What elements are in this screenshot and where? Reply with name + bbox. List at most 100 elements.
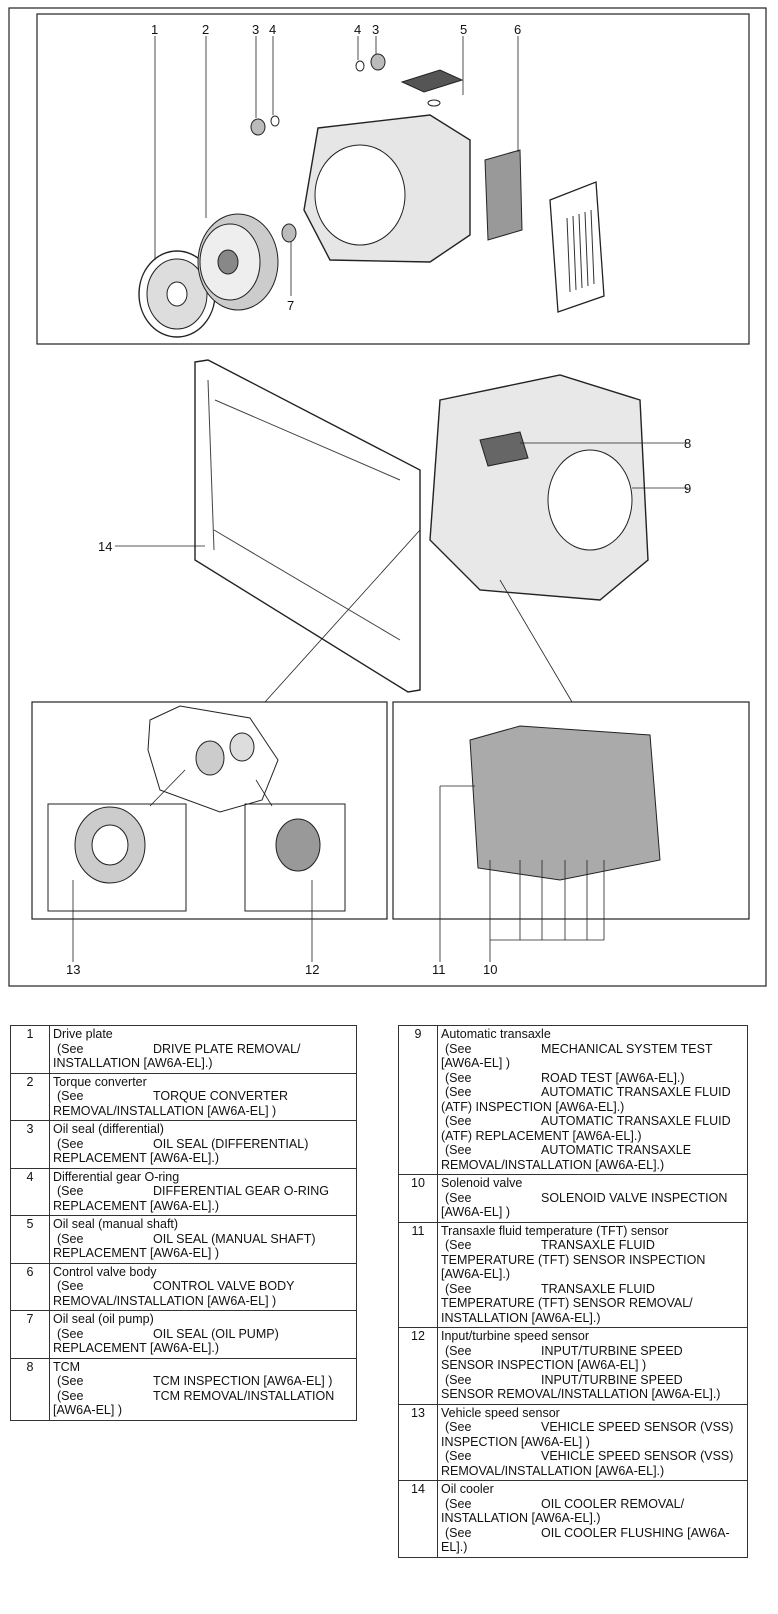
- reference-tail: SENSOR REMOVAL/INSTALLATION [AW6A-EL].): [441, 1387, 721, 1401]
- tcm-drawing: [400, 69, 464, 93]
- item-number: 11: [398, 1221, 438, 1328]
- reference-title: INPUT/TURBINE SPEED: [541, 1343, 683, 1358]
- item-number: 1: [10, 1025, 50, 1074]
- reference-title: ROAD TEST [AW6A-EL].): [541, 1070, 685, 1085]
- valve-body-drawing: [469, 725, 661, 881]
- reference-tail: INSTALLATION [AW6A-EL].): [53, 1056, 213, 1070]
- callout-4b: 4: [354, 22, 361, 37]
- see-word: (See: [57, 1231, 84, 1246]
- top-panel: [36, 13, 750, 345]
- callout-3: 3: [252, 22, 259, 37]
- reference-tail: REMOVAL/INSTALLATION [AW6A-EL] ): [53, 1103, 277, 1118]
- see-word: (See: [445, 1070, 472, 1085]
- reference-tail: INSTALLATION [AW6A-EL].): [441, 1511, 601, 1525]
- see-word: (See: [445, 1343, 472, 1358]
- see-word: (See: [445, 1281, 472, 1296]
- reference-tail: REPLACEMENT [AW6A-EL].): [53, 1198, 220, 1213]
- reference-title: TORQUE CONVERTER: [153, 1089, 288, 1103]
- reference-tail: REMOVAL/INSTALLATION [AW6A-EL].): [441, 1463, 665, 1478]
- item-title: Control valve body: [53, 1264, 157, 1279]
- item-title: TCM: [53, 1359, 81, 1374]
- item-description: Transaxle fluid temperature (TFT) sensor…: [437, 1221, 748, 1328]
- outer-frame: [8, 7, 767, 987]
- item-title: Differential gear O-ring: [53, 1169, 180, 1184]
- reference-title: DRIVE PLATE REMOVAL/: [153, 1041, 301, 1056]
- reference-tail: REMOVAL/INSTALLATION [AW6A-EL].): [441, 1157, 665, 1172]
- seals-drawing: [250, 53, 386, 243]
- callout-14: 14: [98, 539, 112, 554]
- drive-plate-drawing: [138, 250, 216, 338]
- see-word: (See: [57, 1388, 84, 1403]
- item-title: Oil seal (manual shaft): [53, 1217, 179, 1231]
- reference-title: TCM REMOVAL/INSTALLATION: [153, 1388, 335, 1403]
- see-word: (See: [445, 1143, 472, 1157]
- callout-1: 1: [151, 22, 158, 37]
- item-number: 2: [10, 1072, 50, 1121]
- see-word: (See: [57, 1279, 84, 1293]
- item-title: Input/turbine speed sensor: [441, 1329, 590, 1343]
- see-word: (See: [57, 1136, 84, 1151]
- reference-title: OIL SEAL (DIFFERENTIAL): [153, 1136, 309, 1151]
- reference-title: DIFFERENTIAL GEAR O-RING: [153, 1184, 329, 1198]
- reference-title: INPUT/TURBINE SPEED: [541, 1372, 683, 1387]
- reference-tail: REPLACEMENT [AW6A-EL].): [53, 1341, 220, 1355]
- reference-title: TRANSAXLE FLUID: [541, 1281, 655, 1296]
- reference-tail: TEMPERATURE (TFT) SENSOR REMOVAL/ INSTAL…: [441, 1296, 693, 1325]
- exploded-diagram: 1 2 3 4 4 3 5 6 7 8 9 14 13 12 11 10: [8, 7, 767, 987]
- item-description: Drive plate(See DRIVE PLATE REMOVAL/INSTA…: [49, 1025, 357, 1074]
- reference-tail: (ATF) REPLACEMENT [AW6A-EL].): [441, 1128, 642, 1143]
- item-number: 4: [10, 1167, 50, 1216]
- control-valve-drawing: [484, 149, 523, 241]
- item-title: Torque converter: [53, 1074, 147, 1089]
- reference-title: VEHICLE SPEED SENSOR (VSS): [541, 1449, 734, 1463]
- see-word: (See: [445, 1449, 472, 1463]
- see-line: (See TRANSAXLE FLUID: [441, 1282, 744, 1297]
- see-word: (See: [445, 1190, 472, 1205]
- see-line: (See TCM REMOVAL/INSTALLATION: [53, 1389, 353, 1404]
- callout-3b: 3: [372, 22, 379, 37]
- see-line: (See INPUT/TURBINE SPEED: [441, 1344, 744, 1359]
- see-word: (See: [445, 1085, 472, 1099]
- reference-tail: [AW6A-EL] ): [441, 1056, 510, 1070]
- sensor-detail-panel: [31, 701, 388, 920]
- see-line: (See DRIVE PLATE REMOVAL/: [53, 1042, 353, 1057]
- reference-title: AUTOMATIC TRANSAXLE FLUID: [541, 1114, 731, 1128]
- callout-11: 11: [432, 962, 446, 977]
- item-number: 5: [10, 1215, 50, 1264]
- oil-cooler-drawing: [194, 359, 421, 693]
- see-word: (See: [445, 1525, 472, 1540]
- see-line: (See VEHICLE SPEED SENSOR (VSS): [441, 1449, 744, 1464]
- item-number: 8: [10, 1357, 50, 1421]
- item-title: Solenoid valve: [441, 1176, 523, 1190]
- reference-tail: [AW6A-EL] ): [53, 1403, 122, 1417]
- item-title: Drive plate: [53, 1027, 113, 1041]
- see-word: (See: [57, 1041, 84, 1056]
